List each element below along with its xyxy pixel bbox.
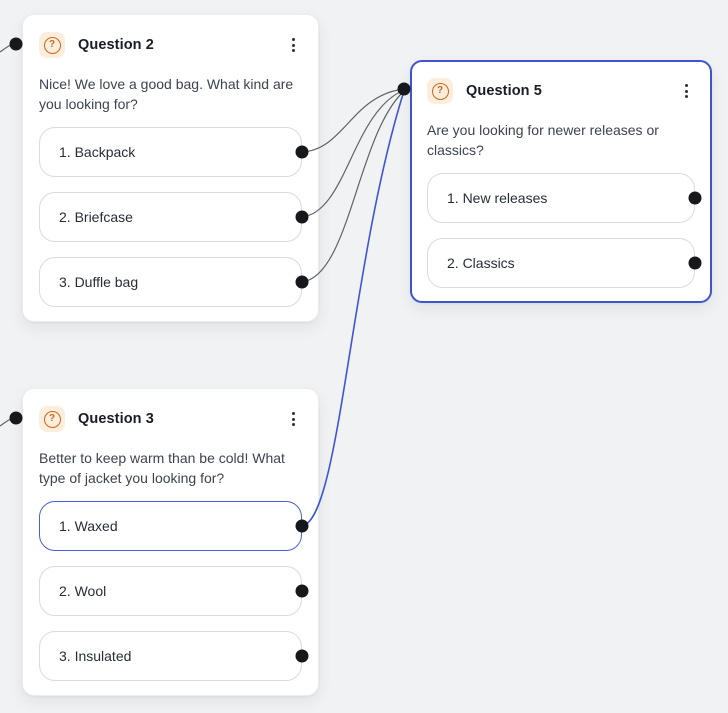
- option-insulated[interactable]: 3. Insulated: [39, 631, 302, 681]
- node-header: ? Question 2: [39, 31, 302, 59]
- wire-waxed-to-question5-highlighted[interactable]: [301, 90, 405, 527]
- node-title: Question 5: [466, 83, 542, 99]
- option-backpack[interactable]: 1. Backpack: [39, 127, 302, 177]
- port-question3-input[interactable]: [9, 411, 23, 425]
- question-glyph: ?: [431, 82, 449, 100]
- question-text: Better to keep warm than be cold! What t…: [39, 450, 285, 486]
- port-backpack-output[interactable]: [295, 145, 309, 159]
- node-question-5[interactable]: ? Question 5 Are you looking for newer r…: [410, 60, 712, 303]
- node-title: Question 2: [78, 37, 154, 53]
- kebab-menu-icon[interactable]: [678, 80, 695, 102]
- option-waxed[interactable]: 1. Waxed: [39, 501, 302, 551]
- node-header: ? Question 5: [427, 77, 695, 105]
- kebab-menu-icon[interactable]: [285, 408, 302, 430]
- wire-dufflebag-to-question5[interactable]: [301, 90, 405, 283]
- port-insulated-output[interactable]: [295, 649, 309, 663]
- question-text: Nice! We love a good bag. What kind are …: [39, 76, 294, 112]
- node-header: ? Question 3: [39, 405, 302, 433]
- port-briefcase-output[interactable]: [295, 210, 309, 224]
- port-newreleases-output[interactable]: [688, 191, 702, 205]
- question-glyph: ?: [43, 410, 61, 428]
- wire-backpack-to-question5[interactable]: [301, 88, 405, 153]
- port-question5-input[interactable]: [397, 82, 411, 96]
- question-text: Are you looking for newer releases or cl…: [427, 122, 659, 158]
- option-duffle-bag[interactable]: 3. Duffle bag: [39, 257, 302, 307]
- port-wool-output[interactable]: [295, 584, 309, 598]
- wire-briefcase-to-question5[interactable]: [301, 89, 405, 218]
- node-title: Question 3: [78, 411, 154, 427]
- question-mark-icon: ?: [39, 406, 65, 432]
- option-wool[interactable]: 2. Wool: [39, 566, 302, 616]
- question-mark-icon: ?: [427, 78, 453, 104]
- question-glyph: ?: [43, 36, 61, 54]
- kebab-menu-icon[interactable]: [285, 34, 302, 56]
- option-new-releases[interactable]: 1. New releases: [427, 173, 695, 223]
- port-question2-input[interactable]: [9, 37, 23, 51]
- node-question-2[interactable]: ? Question 2 Nice! We love a good bag. W…: [22, 14, 319, 322]
- port-dufflebag-output[interactable]: [295, 275, 309, 289]
- question-mark-icon: ?: [39, 32, 65, 58]
- node-question-3[interactable]: ? Question 3 Better to keep warm than be…: [22, 388, 319, 696]
- port-waxed-output[interactable]: [295, 519, 309, 533]
- port-classics-output[interactable]: [688, 256, 702, 270]
- option-classics[interactable]: 2. Classics: [427, 238, 695, 288]
